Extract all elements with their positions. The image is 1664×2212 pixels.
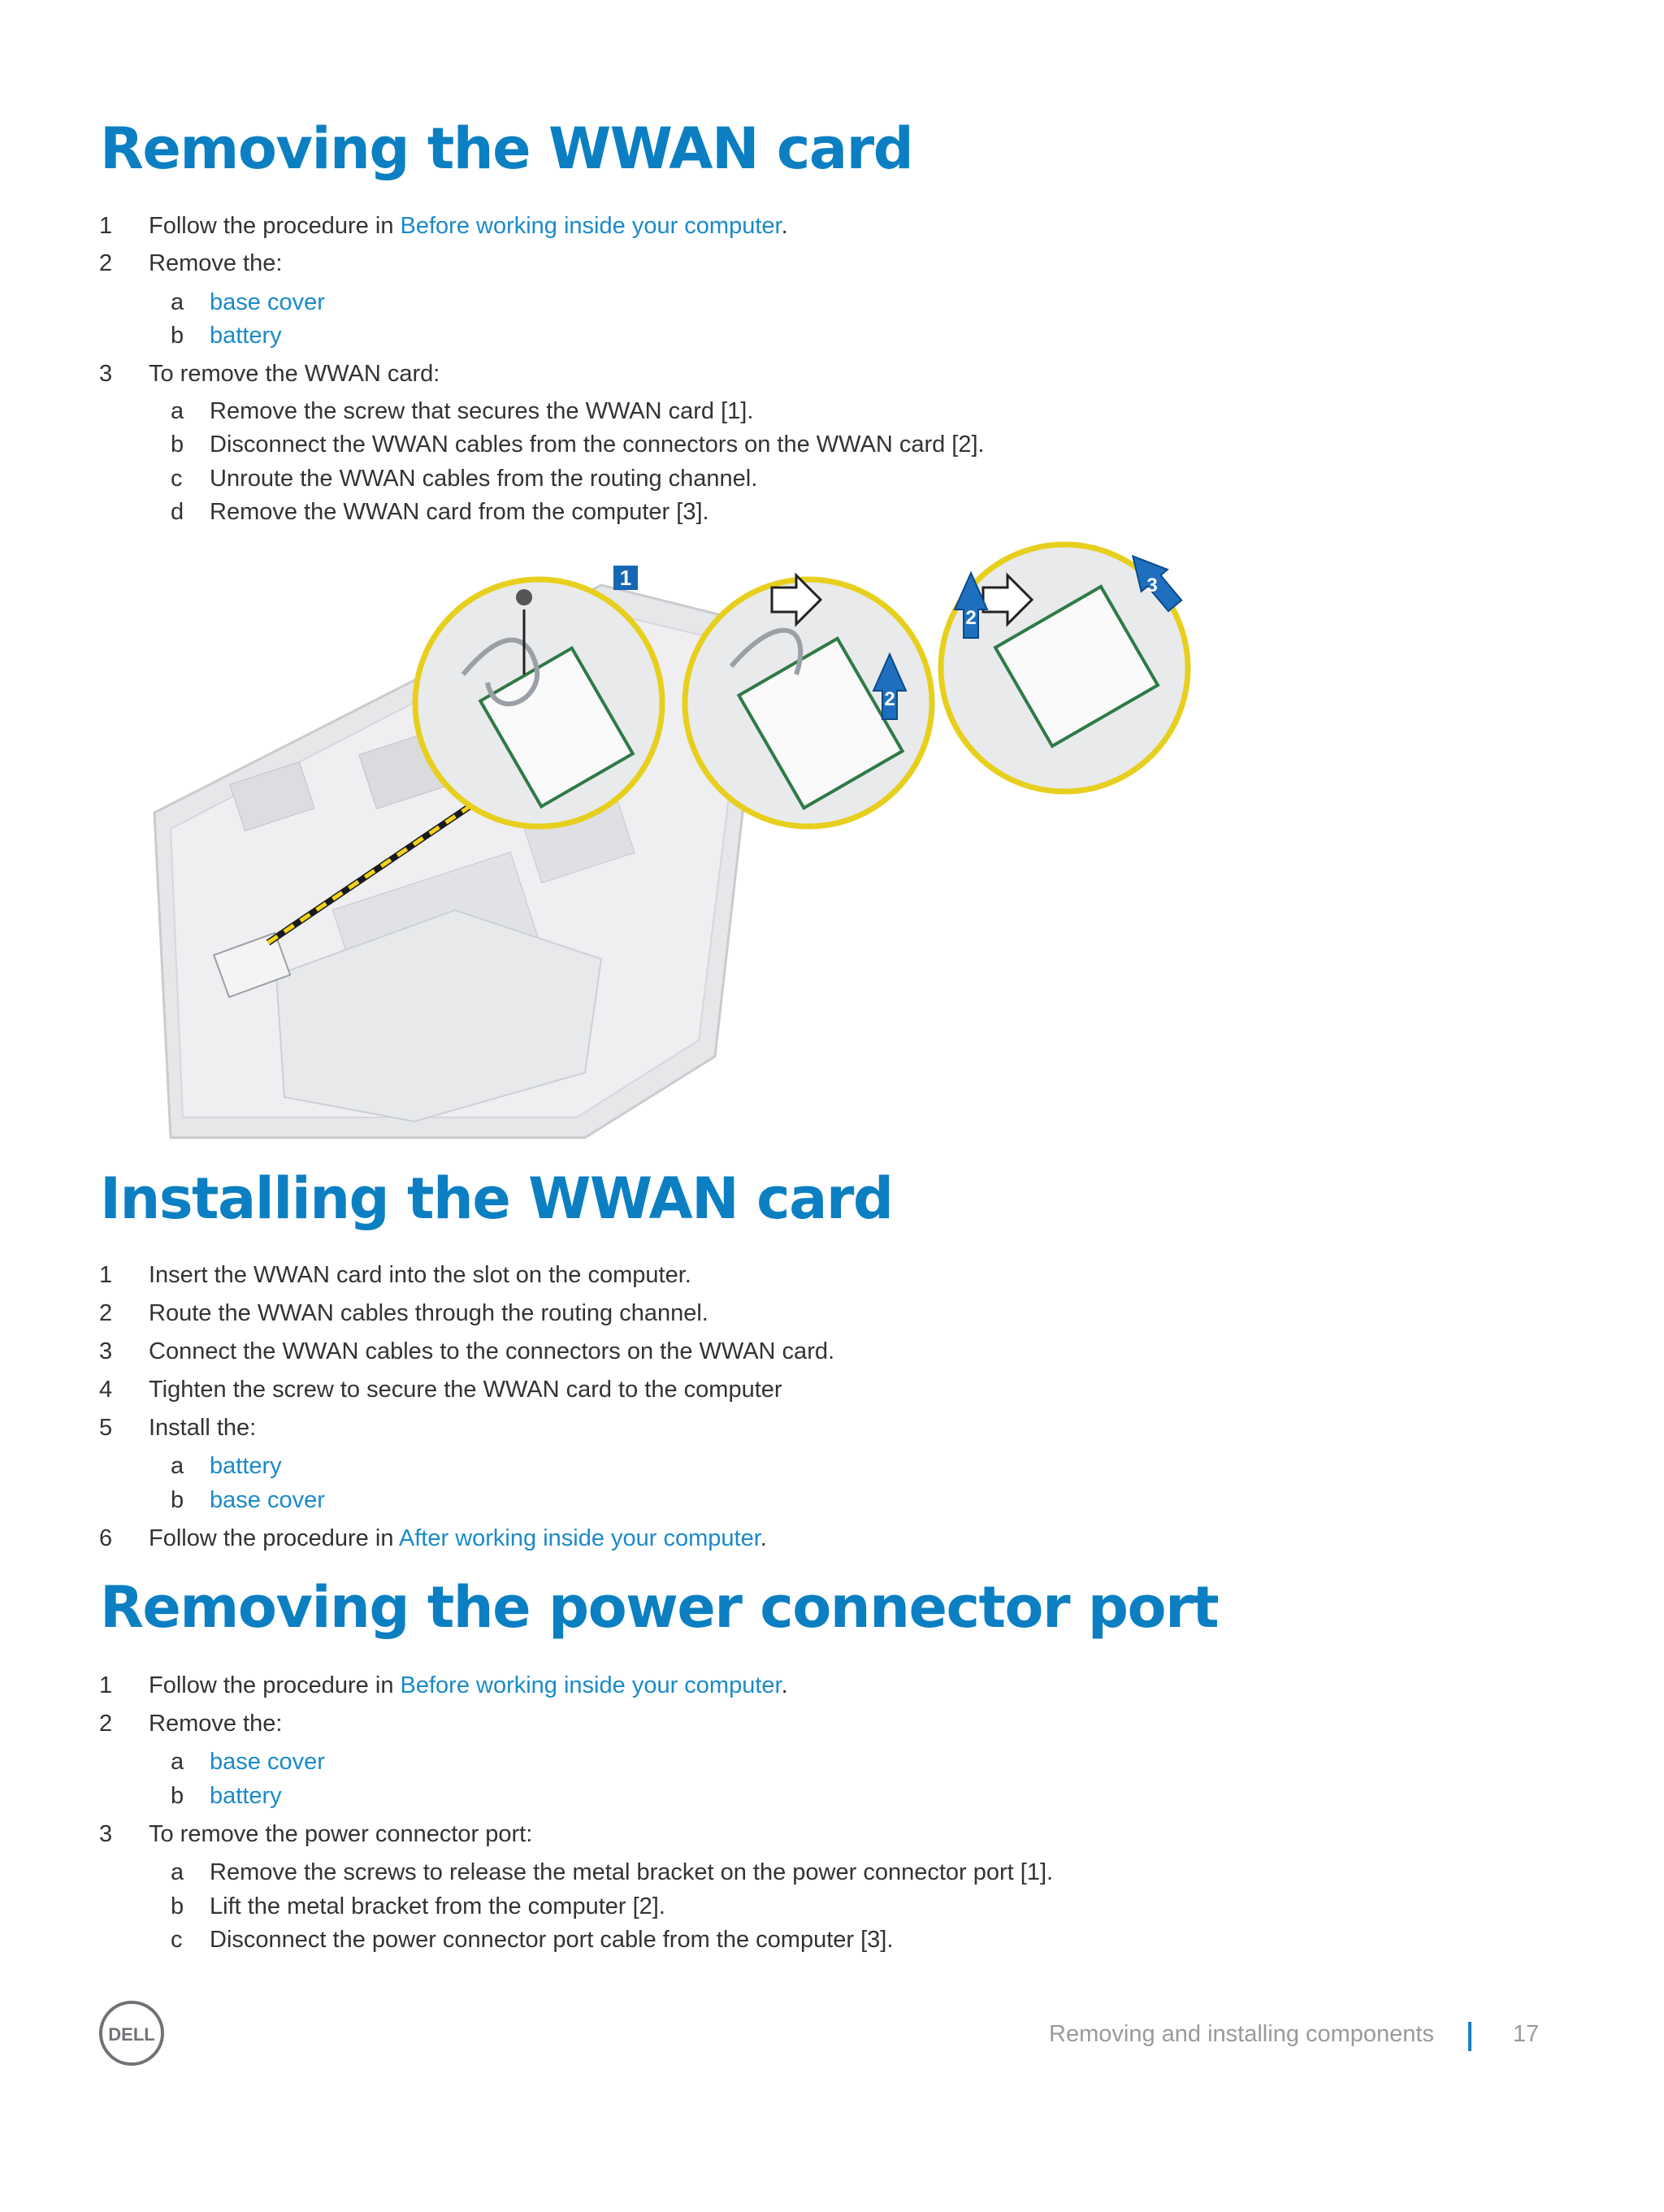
section-title-removing-power-connector: Removing the power connector port bbox=[100, 1574, 1220, 1641]
callout-arrow-2a: 2 bbox=[872, 652, 908, 720]
link-battery[interactable]: battery bbox=[210, 323, 282, 349]
footer-chapter-title: Removing and installing components bbox=[1049, 2021, 1434, 2047]
zoom-circle-1 bbox=[412, 576, 665, 830]
section-title-removing-wwan: Removing the WWAN card bbox=[100, 115, 914, 182]
link-base-cover[interactable]: base cover bbox=[210, 1749, 325, 1775]
next-step-arrow-icon bbox=[982, 572, 1034, 627]
link-battery[interactable]: battery bbox=[210, 1783, 282, 1809]
zoom-circle-2 bbox=[682, 576, 935, 830]
link-after-working[interactable]: After working inside your computer bbox=[398, 1525, 760, 1551]
callout-arrow-2b: 2 bbox=[953, 570, 989, 639]
link-battery[interactable]: battery bbox=[210, 1453, 282, 1479]
link-base-cover[interactable]: base cover bbox=[210, 1487, 325, 1513]
callout-badge-1: 1 bbox=[613, 566, 638, 590]
link-base-cover[interactable]: base cover bbox=[210, 289, 325, 315]
page-number: 17 bbox=[1513, 2021, 1540, 2047]
svg-text:2: 2 bbox=[965, 607, 976, 629]
svg-text:1: 1 bbox=[620, 566, 631, 590]
callout-arrow-3: 3 bbox=[1131, 554, 1183, 613]
svg-text:DELL: DELL bbox=[108, 2024, 154, 2045]
wwan-removal-figure: 1 2 2 3 bbox=[153, 541, 1191, 1139]
link-before-working[interactable]: Before working inside your computer bbox=[400, 1672, 782, 1698]
svg-text:3: 3 bbox=[1146, 575, 1157, 596]
svg-text:2: 2 bbox=[884, 688, 895, 710]
footer-divider bbox=[1468, 2022, 1471, 2051]
section-title-installing-wwan: Installing the WWAN card bbox=[100, 1165, 894, 1232]
next-step-arrow-icon bbox=[770, 572, 823, 627]
link-before-working[interactable]: Before working inside your computer bbox=[400, 213, 782, 239]
dell-logo-icon: DELL bbox=[99, 2001, 164, 2066]
